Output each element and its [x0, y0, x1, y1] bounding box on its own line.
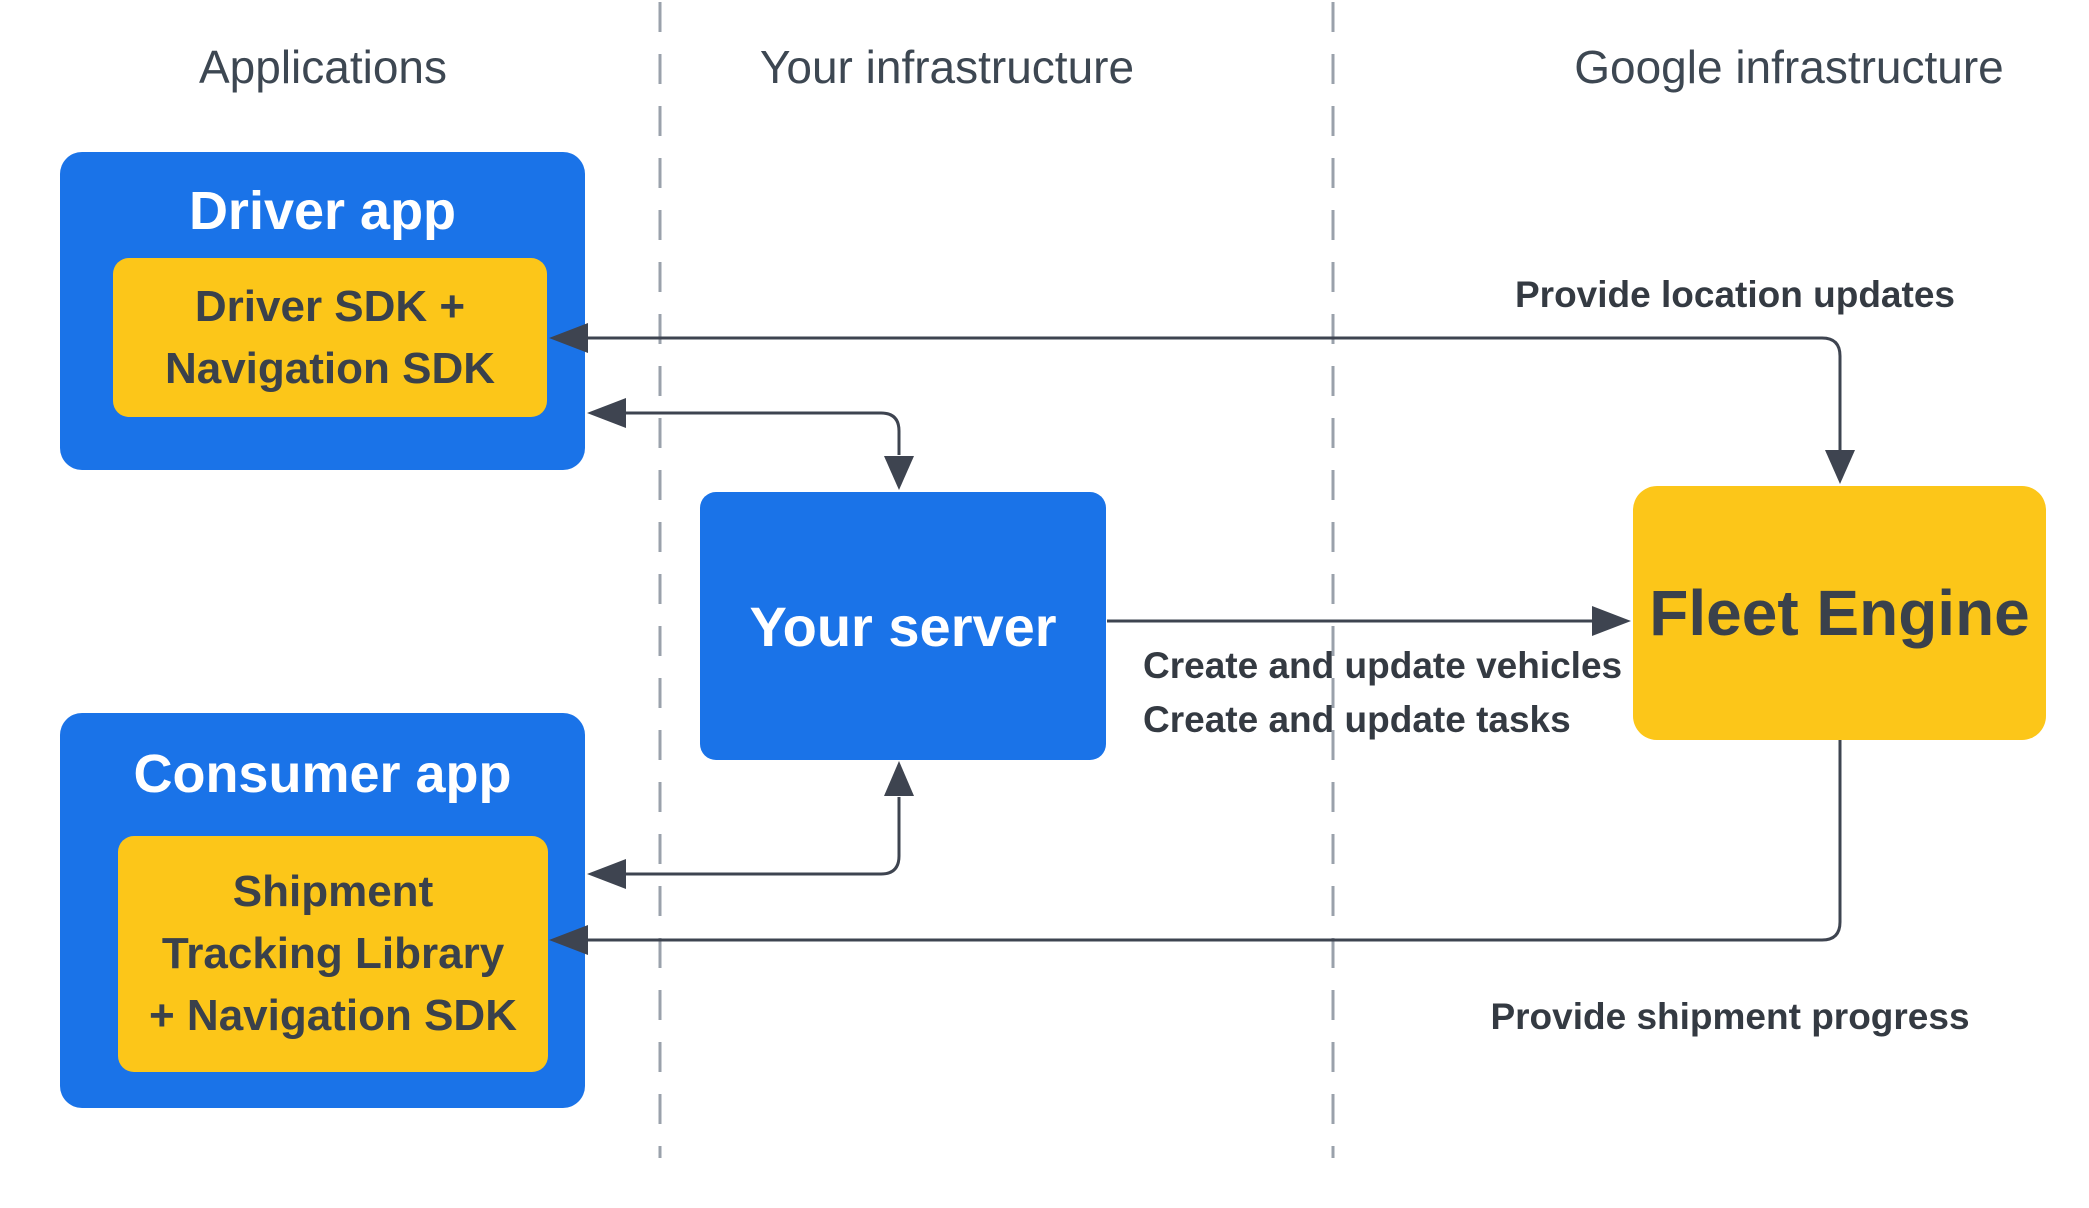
edge-label-provide-location-updates: Provide location updates — [1515, 274, 1955, 315]
edge-label-create-and-update: Create and update vehicles Create and up… — [1143, 639, 1622, 747]
edge-label-create-update-vehicles: Create and update vehicles — [1143, 645, 1623, 686]
fleet-engine-box: Fleet Engine — [1633, 486, 2046, 740]
driver-app-title: Driver app — [188, 181, 457, 241]
shipment-tracking-line-2: Tracking Library — [161, 929, 505, 978]
edge-your-server-consumer-app — [624, 797, 901, 876]
your-server-box: Your server — [700, 492, 1106, 760]
edge-label-provide-shipment-progress: Provide shipment progress — [1490, 996, 1970, 1037]
arrowhead-into-your-server-bottom — [884, 761, 914, 796]
your-server-title: Your server — [749, 594, 1057, 658]
fleet-engine-title: Fleet Engine — [1649, 577, 2030, 649]
edge-driver-sdk-fleet-engine — [586, 336, 1842, 450]
driver-sdk-box: Driver SDK + Navigation SDK — [113, 258, 547, 417]
consumer-app-title: Consumer app — [133, 744, 512, 804]
arrowhead-into-driver-app — [587, 398, 626, 428]
driver-sdk-line-2: Navigation SDK — [164, 343, 496, 393]
column-header-applications: Applications — [198, 41, 448, 93]
arrowhead-into-consumer-app — [587, 859, 626, 889]
driver-sdk-line-1: Driver SDK + — [194, 281, 466, 331]
arrowhead-into-fleet-engine-top — [1825, 450, 1855, 484]
column-header-your-infrastructure: Your infrastructure — [759, 41, 1135, 93]
edge-label-create-update-tasks: Create and update tasks — [1143, 699, 1571, 740]
arrowhead-into-fleet-engine-left — [1592, 606, 1631, 636]
arrowhead-into-your-server-top — [884, 456, 914, 490]
shipment-tracking-line-3: + Navigation SDK — [149, 991, 517, 1040]
shipment-tracking-library-box: Shipment Tracking Library + Navigation S… — [118, 836, 548, 1072]
shipment-tracking-line-1: Shipment — [232, 867, 434, 916]
edge-driver-app-your-server — [624, 411, 901, 455]
edge-fleet-engine-shipment-tracking — [586, 740, 1842, 942]
column-header-google-infrastructure: Google infrastructure — [1574, 41, 2004, 93]
